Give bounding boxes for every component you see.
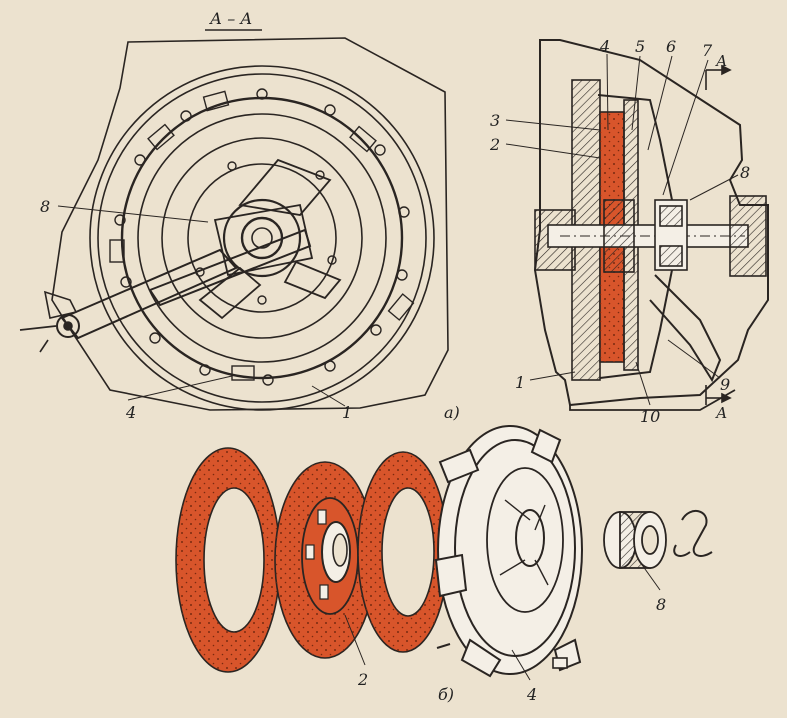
side-callout-5: 5 (635, 37, 645, 56)
side-callout-7: 7 (702, 41, 713, 60)
cover-ring (137, 113, 387, 363)
release-bearing-part (603, 511, 667, 569)
exploded-view (175, 425, 713, 678)
exploded-callout-2: 2 (357, 670, 368, 689)
bearing-housing (213, 203, 314, 277)
hub-flange (222, 198, 302, 278)
side-callout-1: 1 (515, 373, 525, 392)
pressure-plate-ring (120, 96, 404, 380)
side-callout-10: 10 (640, 407, 660, 426)
exploded-callout-4: 4 (526, 685, 537, 704)
hub-ring (187, 163, 337, 313)
exploded-callout-leaders (344, 561, 661, 681)
gearbox-flange (729, 195, 767, 277)
bolt-holes (114, 88, 410, 386)
front-view (19, 37, 449, 411)
front-callout-8: 8 (40, 197, 50, 216)
disc-hub (603, 199, 635, 273)
friction-ring-right (357, 451, 449, 653)
side-callout-3: 3 (490, 111, 500, 130)
fork-pivot (56, 314, 80, 338)
side-callout-8: 8 (740, 163, 750, 182)
bell-housing (533, 39, 769, 407)
cover-lugs (109, 90, 415, 381)
housing-outline (51, 37, 449, 411)
view-b-label: б) (438, 685, 454, 704)
fork-rod (569, 389, 736, 411)
fork-bracket (43, 290, 78, 319)
side-callout-leaders (505, 53, 739, 406)
front-callout-1: 1 (342, 403, 352, 422)
flywheel-ring (97, 73, 427, 403)
front-callout-4: 4 (125, 403, 136, 422)
flywheel-outer-ring (89, 65, 435, 411)
bolt-part (552, 657, 568, 669)
hub-center (251, 227, 273, 249)
side-callout-9: 9 (720, 375, 730, 394)
fork-section (649, 274, 722, 383)
side-callout-6: 6 (666, 37, 676, 56)
side-callout-4: 4 (599, 37, 610, 56)
section-mark-bottom: А (715, 404, 727, 422)
side-callout-2: 2 (489, 135, 500, 154)
spring-clip (681, 510, 713, 557)
view-a-label: а) (444, 403, 460, 422)
front-callouts (57, 205, 346, 407)
clutch-cover-assembly (434, 425, 583, 678)
release-fork (60, 248, 238, 340)
side-section (533, 39, 769, 411)
exploded-callout-8: 8 (656, 595, 666, 614)
inner-ring (161, 137, 363, 339)
release-levers (198, 158, 342, 320)
section-marks (705, 64, 732, 405)
section-mark-top: А (715, 52, 727, 70)
friction-ring-left (175, 447, 281, 673)
section-title: А – А (209, 9, 252, 28)
